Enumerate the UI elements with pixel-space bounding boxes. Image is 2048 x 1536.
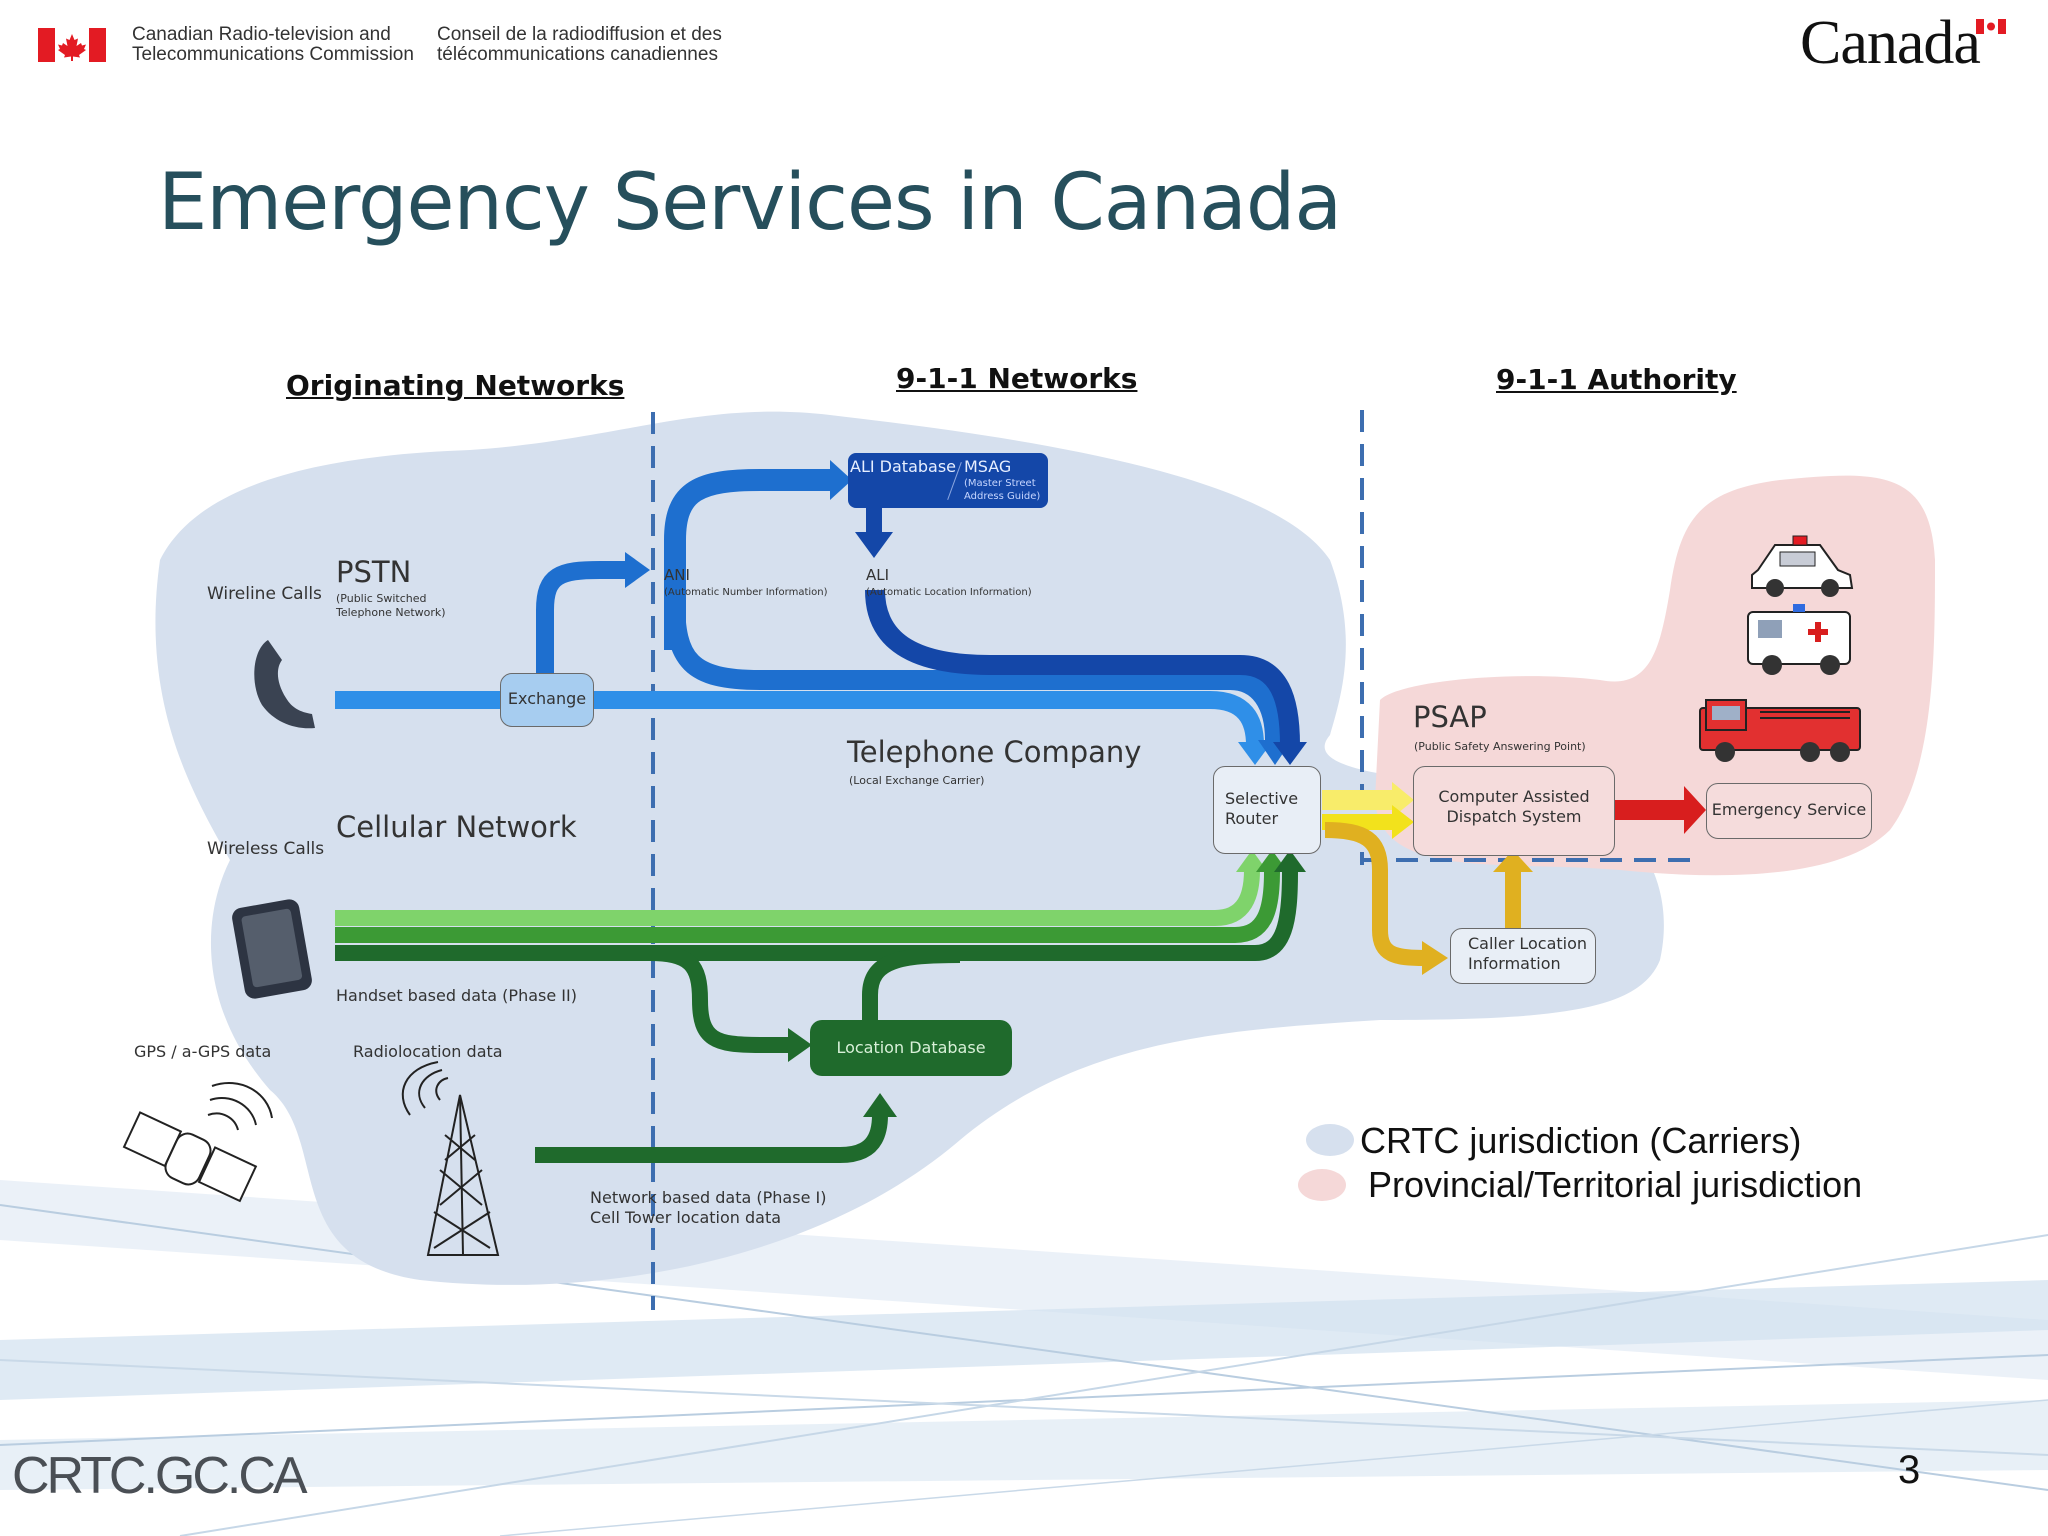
router-to-caller-location [1324,822,1426,966]
pstn-label: PSTN [336,555,412,589]
cellular-network-label: Cellular Network [336,810,577,844]
heading-originating-networks: Originating Networks [286,369,625,402]
cellular-line-dark [335,871,1298,961]
ani-to-ali-db [664,469,835,650]
wireline-calls-label: Wireline Calls [207,584,322,604]
ali-label: ALI [866,566,890,584]
radiolocation-label: Radiolocation data [353,1042,503,1061]
cellular-line-light [335,869,1260,926]
psap-sublabel: (Public Safety Answering Point) [1414,740,1586,753]
police-car-icon [1751,535,1854,597]
ani-sublabel: (Automatic Number Information) [664,587,828,598]
network-data-label: Network based data (Phase I)Cell Tower l… [590,1188,827,1227]
canada-wordmark: Canada [1800,9,1981,77]
cellphone-icon [232,899,312,999]
ali-to-router [865,589,1300,746]
handset-data-label: Handset based data (Phase II) [336,986,577,1005]
legend-crtc-swatch [1306,1124,1354,1156]
cellular-line-mid [335,871,1280,943]
wordmark-flag-icon [1976,19,2006,34]
footer-logo: CRTC.GC.CA [12,1447,308,1505]
wireless-calls-label: Wireless Calls [207,839,325,859]
location-database-box: Location Database [810,1020,1012,1076]
wireline-trunk [335,691,1264,746]
crtc-jurisdiction-region [155,411,1664,1285]
msag-label: MSAG [964,457,1012,476]
network-to-location-db [535,1114,888,1163]
emergency-service-box: Emergency Service [1706,783,1872,839]
ali-database-label: ALI Database [850,457,957,476]
cell-tower-icon [401,1061,500,1256]
ambulance-icon [1747,604,1851,675]
fire-truck-icon [1699,699,1861,762]
exchange-box: Exchange [500,673,594,727]
heading-911-authority: 9-1-1 Authority [1496,363,1737,396]
ani-label: ANI [664,566,690,584]
satellite-icon [122,1081,273,1203]
psap-label: PSAP [1413,700,1487,734]
gps-label: GPS / a-GPS data [134,1042,272,1061]
exchange-to-ani [536,561,630,680]
canada-flag-icon [38,28,106,62]
legend-crtc-label: CRTC jurisdiction (Carriers) [1360,1120,1802,1161]
phone-icon [254,640,315,729]
legend-provincial-swatch [1298,1169,1346,1201]
location-db-to-router [862,947,961,1020]
handset-to-location-db [649,945,790,1053]
ali-sublabel: (Automatic Location Information) [866,587,1032,598]
telephone-company-sublabel: (Local Exchange Carrier) [849,774,985,787]
slide-title: Emergency Services in Canada [158,158,1342,248]
ani-to-router [665,599,1285,741]
telephone-company-label: Telephone Company [847,735,1142,769]
heading-911-networks: 9-1-1 Networks [896,362,1138,395]
legend-provincial-label: Provincial/Territorial jurisdiction [1368,1164,1863,1205]
page-number: 3 [1898,1448,1921,1492]
